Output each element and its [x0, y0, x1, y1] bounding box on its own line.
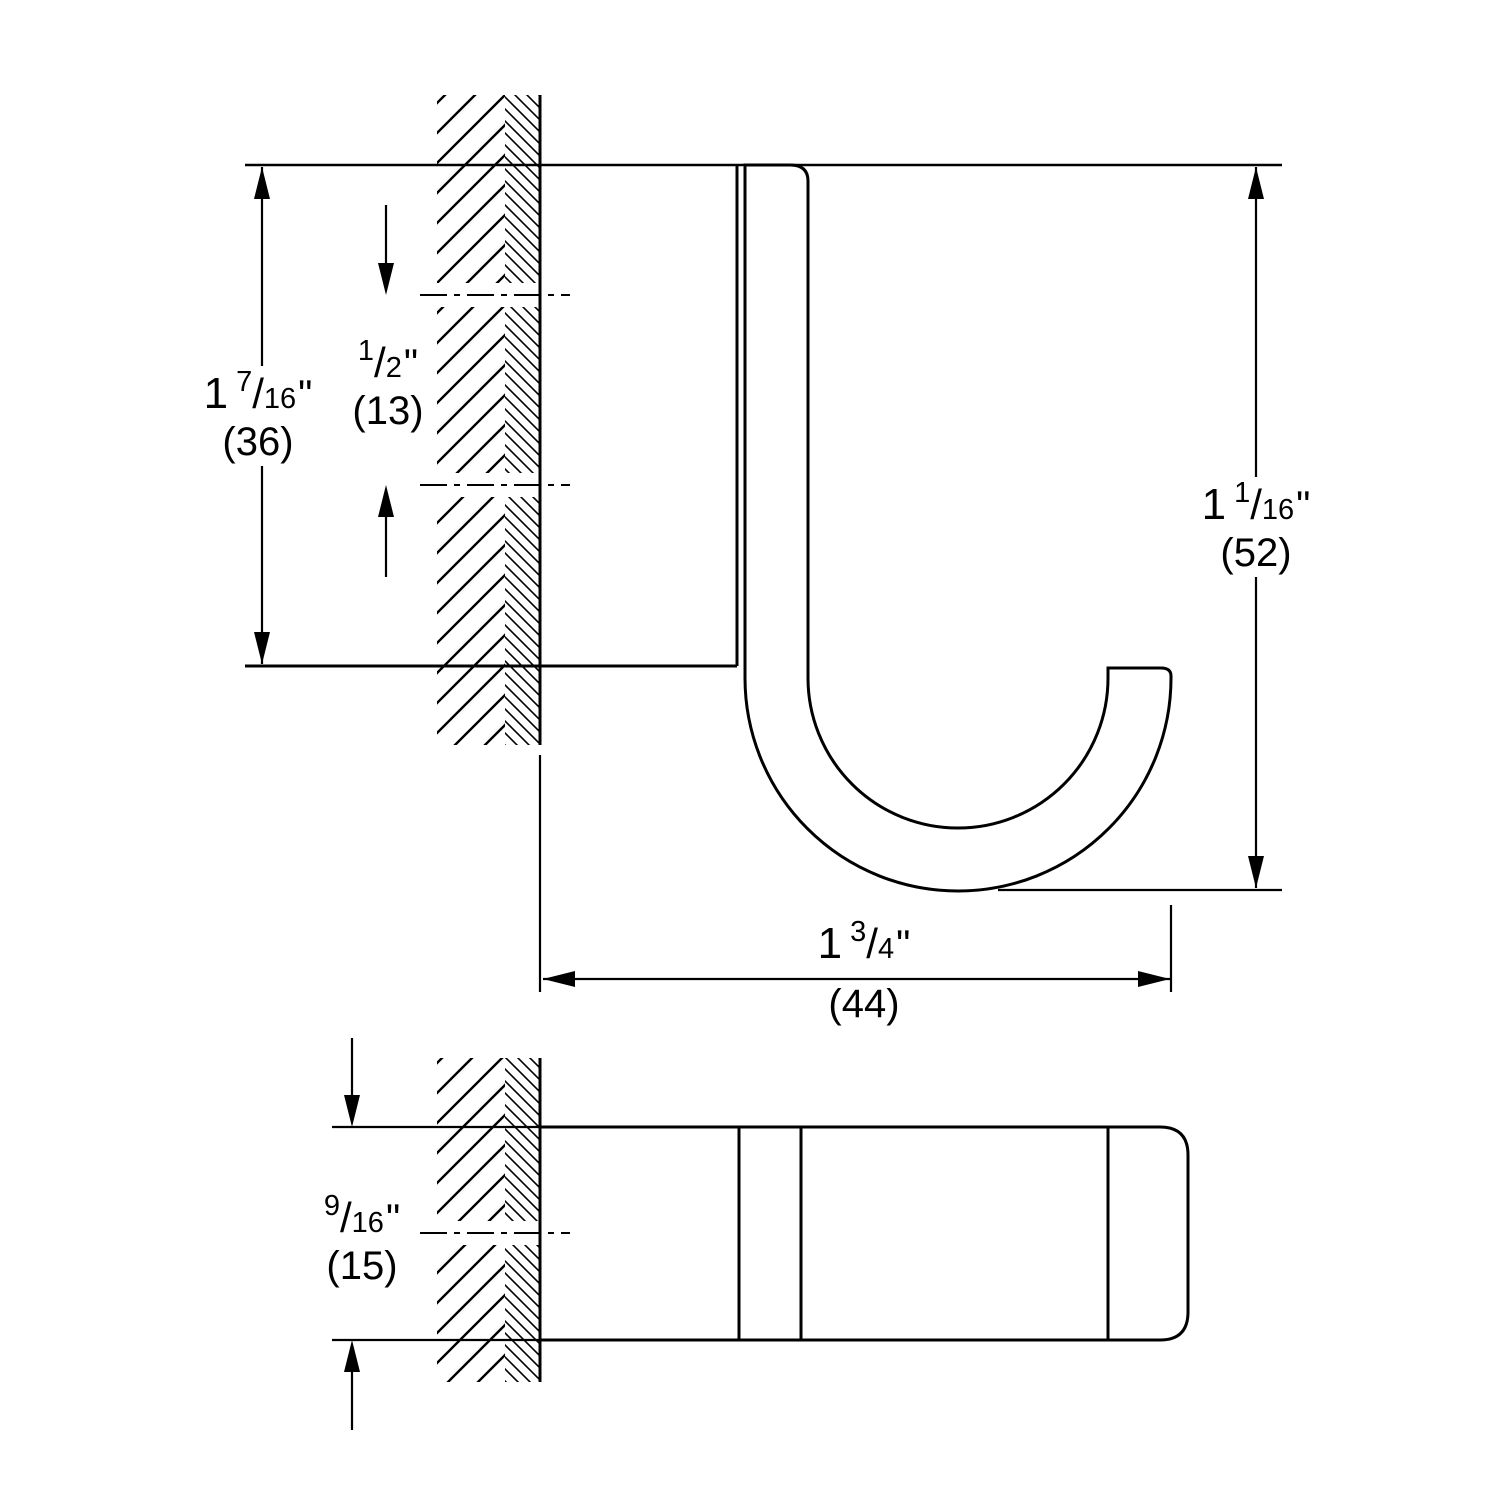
- hook-profile: [743, 163, 1173, 893]
- arrowhead-right: [1138, 971, 1170, 987]
- arrowhead-left: [543, 971, 575, 987]
- arrowhead-down: [254, 632, 270, 664]
- dimension-width: 9/16" (15): [323, 1190, 401, 1289]
- arrowhead-up: [254, 167, 270, 199]
- dimension-width-metric: (15): [326, 1244, 398, 1288]
- arrowhead-up: [1248, 167, 1264, 199]
- plan-view: [332, 1038, 1190, 1430]
- arrowhead-up: [378, 485, 394, 517]
- arrowhead-down: [344, 1095, 360, 1127]
- wall-section-hatch-side: [425, 95, 573, 745]
- wall-section-hatch-plan: [425, 1058, 573, 1382]
- hook-plan-outline: [538, 1125, 1190, 1342]
- dimension-hole-spacing-metric: (13): [352, 389, 424, 433]
- dimension-mount-height-metric: (36): [222, 420, 294, 464]
- dimension-hole-spacing: 1/2" (13): [344, 335, 432, 435]
- dim-hole-spacing-lines: [378, 205, 394, 577]
- dim-width-lines: [344, 1038, 360, 1430]
- dimension-projection-metric: (44): [828, 982, 900, 1026]
- side-view: [245, 95, 1282, 992]
- arrowhead-down: [378, 263, 394, 295]
- dim-projection-lines: [538, 755, 1173, 992]
- arrowhead-up: [344, 1340, 360, 1372]
- dimension-overall-height-metric: (52): [1220, 531, 1292, 575]
- arrowhead-down: [1248, 856, 1264, 888]
